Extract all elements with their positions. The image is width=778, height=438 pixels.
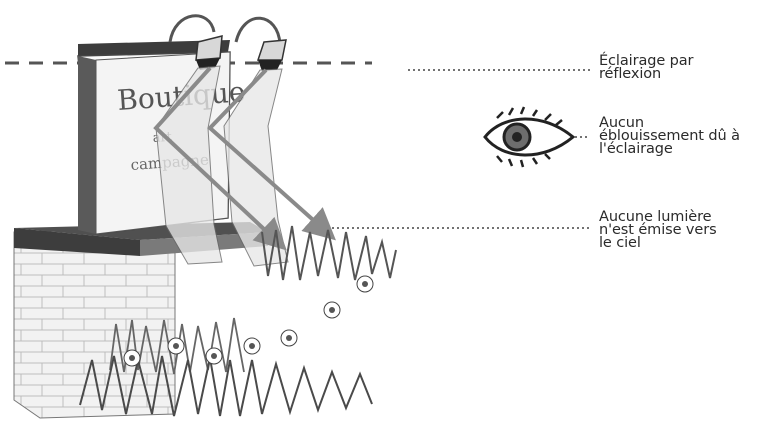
label-no-sky-light: Aucune lumière n'est émise vers le ciel [599,211,717,250]
flower-icon [124,350,140,366]
label-no-glare: Aucun éblouissement dû à l'éclairage [599,117,740,156]
flower-icon [357,276,373,292]
flower-icon [281,330,297,346]
label-no-glare-line-3: l'éclairage [599,143,740,156]
pedestal [14,222,268,418]
flower-icon [244,338,260,354]
flower-icon [168,338,184,354]
label-no-sky-light-line-3: le ciel [599,237,717,250]
flower-icon [206,348,222,364]
label-reflection-line-2: réflexion [599,68,693,81]
eye-icon [485,107,573,167]
label-reflection: Éclairage par réflexion [599,55,693,81]
flower-icon [324,302,340,318]
